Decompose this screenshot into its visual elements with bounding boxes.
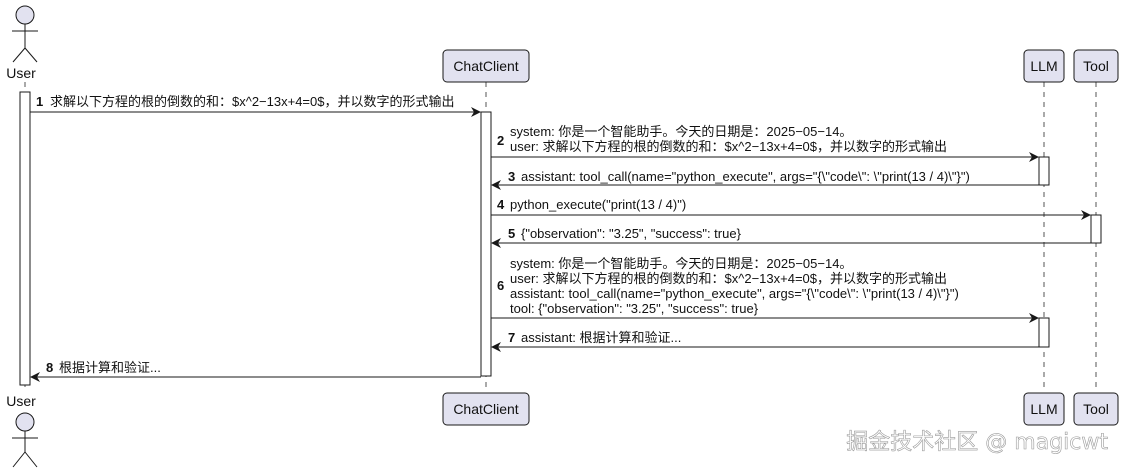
message-2-line-2: user: 求解以下方程的根的倒数的和：$x^2−13x+4=0$，并以数字的形… — [510, 139, 947, 154]
watermark: 掘金技术社区 @ magicwt — [846, 430, 1108, 455]
user-actor-head — [15, 5, 35, 25]
chatclient-participant-bottom: ChatClient — [442, 392, 530, 426]
message-6-line-1: system: 你是一个智能助手。今天的日期是：2025−05−14。 — [510, 256, 852, 271]
user-actor-bottom-label: User — [6, 393, 36, 409]
message-4-number: 4 — [497, 197, 505, 212]
message-6: 6 system: 你是一个智能助手。今天的日期是：2025−05−14。 us… — [491, 256, 1039, 323]
llm-activation-bar-1 — [1038, 156, 1050, 186]
chatclient-participant-bottom-label: ChatClient — [453, 401, 518, 417]
message-7-text: assistant: 根据计算和验证... — [521, 330, 681, 345]
message-1: 1 求解以下方程的根的倒数的和：$x^2−13x+4=0$，并以数字的形式输出 — [30, 94, 481, 117]
message-4: 4 python_execute("print(13 / 4)") — [491, 197, 1091, 220]
message-1-number: 1 — [36, 94, 43, 109]
user-actor-bottom: User — [6, 393, 38, 468]
message-7-number: 7 — [508, 330, 515, 345]
tool-participant-bottom: Tool — [1073, 392, 1119, 426]
message-3-text: assistant: tool_call(name="python_execut… — [521, 169, 970, 184]
message-4-text: python_execute("print(13 / 4)") — [510, 197, 686, 212]
chatclient-activation-bar — [480, 111, 492, 377]
user-actor-top-label: User — [6, 65, 36, 81]
message-3-number: 3 — [508, 169, 515, 184]
tool-participant-bottom-label: Tool — [1083, 401, 1109, 417]
user-actor-top: User — [6, 5, 38, 81]
message-5-number: 5 — [508, 226, 515, 241]
message-3: 3 assistant: tool_call(name="python_exec… — [491, 169, 1039, 190]
message-2-number: 2 — [497, 133, 504, 148]
message-7: 7 assistant: 根据计算和验证... — [491, 330, 1039, 352]
llm-participant-bottom-label: LLM — [1030, 401, 1057, 417]
llm-participant-top-label: LLM — [1030, 58, 1057, 74]
message-1-text: 求解以下方程的根的倒数的和：$x^2−13x+4=0$，并以数字的形式输出 — [50, 94, 455, 109]
tool-activation-bar — [1090, 214, 1102, 244]
message-2: 2 system: 你是一个智能助手。今天的日期是：2025−05−14。 us… — [491, 124, 1039, 162]
tool-participant-top-label: Tool — [1083, 58, 1109, 74]
message-6-line-4: tool: {"observation": "3.25", "success":… — [510, 301, 759, 316]
tool-participant-top: Tool — [1073, 49, 1119, 83]
message-6-line-2: user: 求解以下方程的根的倒数的和：$x^2−13x+4=0$，并以数字的形… — [510, 271, 947, 286]
llm-participant-top: LLM — [1023, 49, 1065, 83]
message-5: 5 {"observation": "3.25", "success": tru… — [491, 226, 1091, 248]
llm-participant-bottom: LLM — [1023, 392, 1065, 426]
chatclient-participant-top: ChatClient — [442, 49, 530, 83]
message-6-number: 6 — [497, 278, 504, 293]
message-6-line-3: assistant: tool_call(name="python_execut… — [510, 286, 959, 301]
user-actor-bottom-head — [15, 412, 35, 432]
message-8-number: 8 — [46, 360, 53, 375]
user-activation-bar — [19, 91, 31, 386]
message-8-text: 根据计算和验证... — [59, 360, 161, 375]
chatclient-participant-top-label: ChatClient — [453, 58, 518, 74]
message-2-line-1: system: 你是一个智能助手。今天的日期是：2025−05−14。 — [510, 124, 852, 139]
llm-activation-bar-2 — [1038, 317, 1050, 348]
message-8: 8 根据计算和验证... — [30, 360, 481, 382]
message-5-text: {"observation": "3.25", "success": true} — [521, 226, 742, 241]
